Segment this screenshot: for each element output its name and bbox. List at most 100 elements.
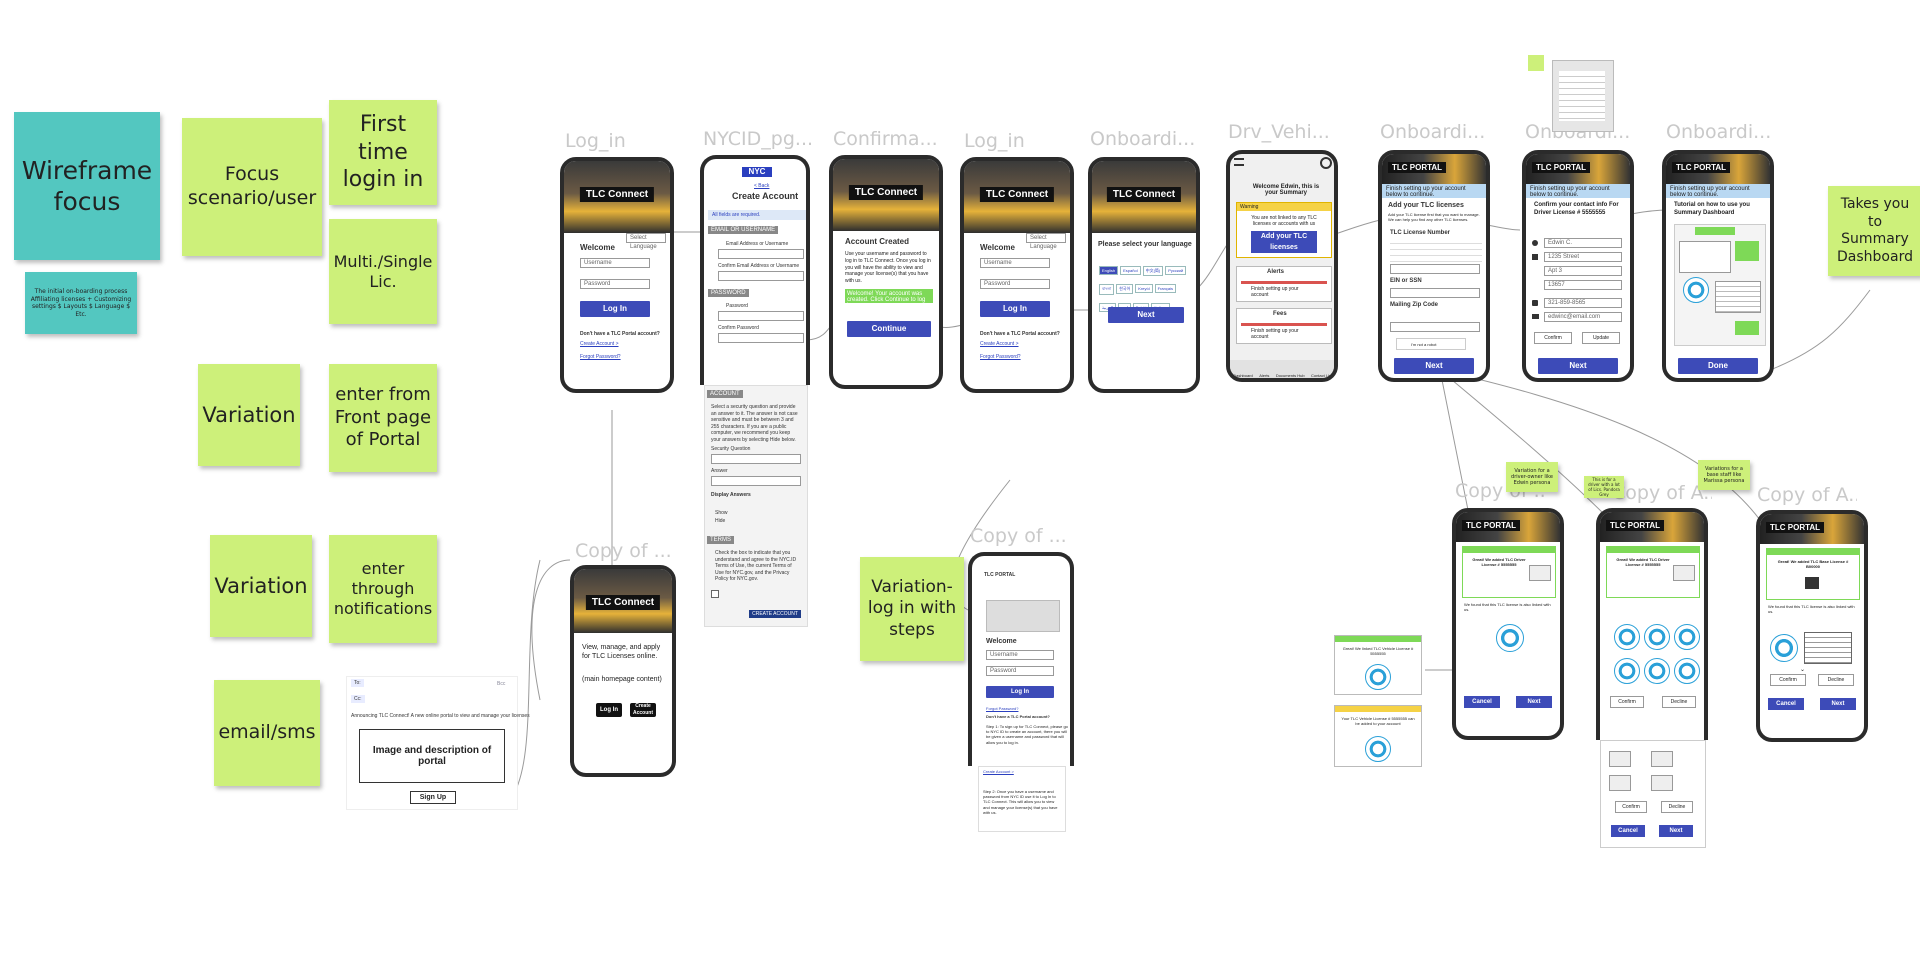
create-account-button[interactable]: CREATE ACCOUNT xyxy=(749,610,801,618)
language-option[interactable]: বাংলা xyxy=(1099,284,1115,295)
username-input[interactable]: Username xyxy=(580,258,650,268)
confirm-email-input[interactable] xyxy=(718,271,804,281)
confirm-button[interactable]: Confirm xyxy=(1770,674,1806,686)
bottom-nav-item[interactable]: Dashboard xyxy=(1233,373,1253,378)
cancel-button[interactable]: Cancel xyxy=(1464,696,1500,708)
show-radio[interactable]: Show xyxy=(715,510,728,516)
create-account-link[interactable]: Create Account > xyxy=(580,341,619,347)
hero-image: TLC Connect xyxy=(574,569,672,633)
street-field[interactable]: 1235 Street xyxy=(1544,252,1622,262)
tlc-number-input[interactable] xyxy=(1390,264,1480,274)
language-option[interactable]: Русский xyxy=(1165,266,1187,275)
phone-field[interactable]: 321-859-8565 xyxy=(1544,298,1622,308)
forgot-password-link[interactable]: Forgot Password? xyxy=(580,354,621,360)
ein-ssn-input[interactable] xyxy=(1390,288,1480,298)
decline-button[interactable]: Decline xyxy=(1662,696,1696,708)
done-button[interactable]: Done xyxy=(1678,358,1758,374)
login-button[interactable]: Log In xyxy=(980,301,1050,317)
sticky-wireframe-note[interactable]: The initial on-boarding process Affiliat… xyxy=(25,272,137,334)
create-account-button[interactable]: Create Account xyxy=(630,703,656,717)
next-button[interactable]: Next xyxy=(1516,696,1552,708)
forgot-password-link[interactable]: Forgot Password? xyxy=(986,706,1019,711)
next-button[interactable]: Next xyxy=(1394,358,1474,374)
sticky-takes-you[interactable]: Takes you to Summary Dashboard xyxy=(1828,186,1920,276)
next-button[interactable]: Next xyxy=(1659,825,1693,837)
nycid-password-input[interactable] xyxy=(718,311,804,321)
update-button[interactable]: Update xyxy=(1582,332,1620,344)
language-option[interactable]: 中文(简) xyxy=(1142,266,1164,276)
password-input[interactable]: Password xyxy=(986,666,1054,676)
username-input[interactable]: Username xyxy=(980,258,1050,268)
sticky-variation-1[interactable]: Variation xyxy=(198,364,300,466)
sticky-var-driver-owner[interactable]: Variation for a driver-owner like Edwin … xyxy=(1506,462,1558,492)
captcha-checkbox[interactable]: I'm not a robot xyxy=(1396,338,1466,350)
sticky-var-driver-lic[interactable]: This is for a driver with a lot of Lics.… xyxy=(1584,476,1624,498)
sticky-var-base-staff[interactable]: Variations for a base staff like Marissa… xyxy=(1698,460,1750,490)
add-licenses-button[interactable]: Add your TLC licenses xyxy=(1251,231,1317,253)
continue-button[interactable]: Continue xyxy=(847,321,931,337)
bottom-nav-item[interactable]: Alerts xyxy=(1259,373,1270,378)
password-input[interactable]: Password xyxy=(580,279,650,289)
language-option[interactable]: Français xyxy=(1154,284,1176,293)
cancel-button[interactable]: Cancel xyxy=(1768,698,1804,710)
cancel-button[interactable]: Cancel xyxy=(1611,825,1645,837)
confirm-button[interactable]: Confirm xyxy=(1610,696,1644,708)
next-button[interactable]: Next xyxy=(1538,358,1618,374)
create-account-link[interactable]: Create Account > xyxy=(980,341,1019,347)
language-option[interactable]: English xyxy=(1099,266,1119,275)
sticky-variation-steps[interactable]: Variation- log in with steps xyxy=(860,557,964,661)
email-signup-button[interactable]: Sign Up xyxy=(410,791,456,804)
name-field[interactable]: Edwin C. xyxy=(1544,238,1622,248)
zip-field[interactable]: 13657 xyxy=(1544,280,1622,290)
sticky-variation-2[interactable]: Variation xyxy=(210,535,312,637)
next-button[interactable]: Next xyxy=(1820,698,1856,710)
confirm-button[interactable]: Confirm xyxy=(1615,801,1647,813)
sticky-email-sms[interactable]: email/sms xyxy=(214,680,320,786)
sticky-multi-single[interactable]: Multi./Single Lic. xyxy=(329,219,437,324)
forgot-password-link[interactable]: Forgot Password? xyxy=(980,354,1021,360)
menu-icon[interactable] xyxy=(1234,158,1244,166)
hide-radio[interactable]: Hide xyxy=(715,518,726,524)
create-account-link[interactable]: Create Account > xyxy=(983,769,1014,774)
license-table xyxy=(1804,632,1852,664)
fees-title: Fees xyxy=(1273,311,1287,317)
step-1-text: Step 1: To sign up for TLC Connect, plea… xyxy=(986,724,1068,745)
language-select[interactable]: Select Language xyxy=(1026,233,1066,250)
sticky-first-time[interactable]: First time login in xyxy=(329,100,437,205)
login-button[interactable]: Log In xyxy=(580,301,650,317)
apt-field[interactable]: Apt 3 xyxy=(1544,266,1622,276)
sticky-wireframe-focus[interactable]: Wireframe focus xyxy=(14,112,160,260)
sticky-focus-scenario[interactable]: Focus scenario/user xyxy=(182,118,322,256)
login-button[interactable]: Log In xyxy=(986,686,1054,698)
language-option[interactable]: Kreyòl xyxy=(1135,284,1153,293)
sticky-enter-notifications[interactable]: enter through notifications xyxy=(329,535,437,643)
language-option[interactable]: 한국어 xyxy=(1116,284,1134,294)
answer-label: Answer xyxy=(711,468,728,474)
decline-button[interactable]: Decline xyxy=(1661,801,1693,813)
sticky-enter-front[interactable]: enter from Front page of Portal xyxy=(329,364,437,472)
bottom-nav-item[interactable]: Contact Us xyxy=(1310,373,1331,378)
fee-item[interactable]: Finish setting up your account xyxy=(1241,323,1327,340)
alert-item[interactable]: Finish setting up your account xyxy=(1241,281,1327,298)
language-option[interactable]: Español xyxy=(1120,266,1141,275)
search-icon[interactable] xyxy=(1320,157,1332,169)
email-input[interactable] xyxy=(718,249,804,259)
mailing-zip-input[interactable] xyxy=(1390,322,1480,332)
bottom-nav-item[interactable]: Documents Hub xyxy=(1275,373,1305,378)
answer-input[interactable] xyxy=(711,476,801,486)
language-select[interactable]: Select Language xyxy=(626,233,666,250)
confirm-password-input[interactable] xyxy=(718,333,804,343)
terms-checkbox[interactable] xyxy=(711,590,719,598)
password-input[interactable]: Password xyxy=(980,279,1050,289)
security-question-select[interactable] xyxy=(711,454,801,464)
license-type-radios[interactable] xyxy=(1390,238,1482,262)
next-button[interactable]: Next xyxy=(1108,307,1184,323)
chevron-down-icon[interactable]: ⌄ xyxy=(1800,667,1806,673)
username-input[interactable]: Username xyxy=(986,650,1054,660)
login-button[interactable]: Log In xyxy=(596,703,622,717)
email-field[interactable]: edwinc@email.com xyxy=(1544,312,1622,322)
decline-button[interactable]: Decline xyxy=(1818,674,1854,686)
phone-add-licenses: TLC PORTAL Finish setting up your accoun… xyxy=(1378,150,1490,382)
back-link[interactable]: < Back xyxy=(754,183,770,189)
confirm-button[interactable]: Confirm xyxy=(1534,332,1572,344)
